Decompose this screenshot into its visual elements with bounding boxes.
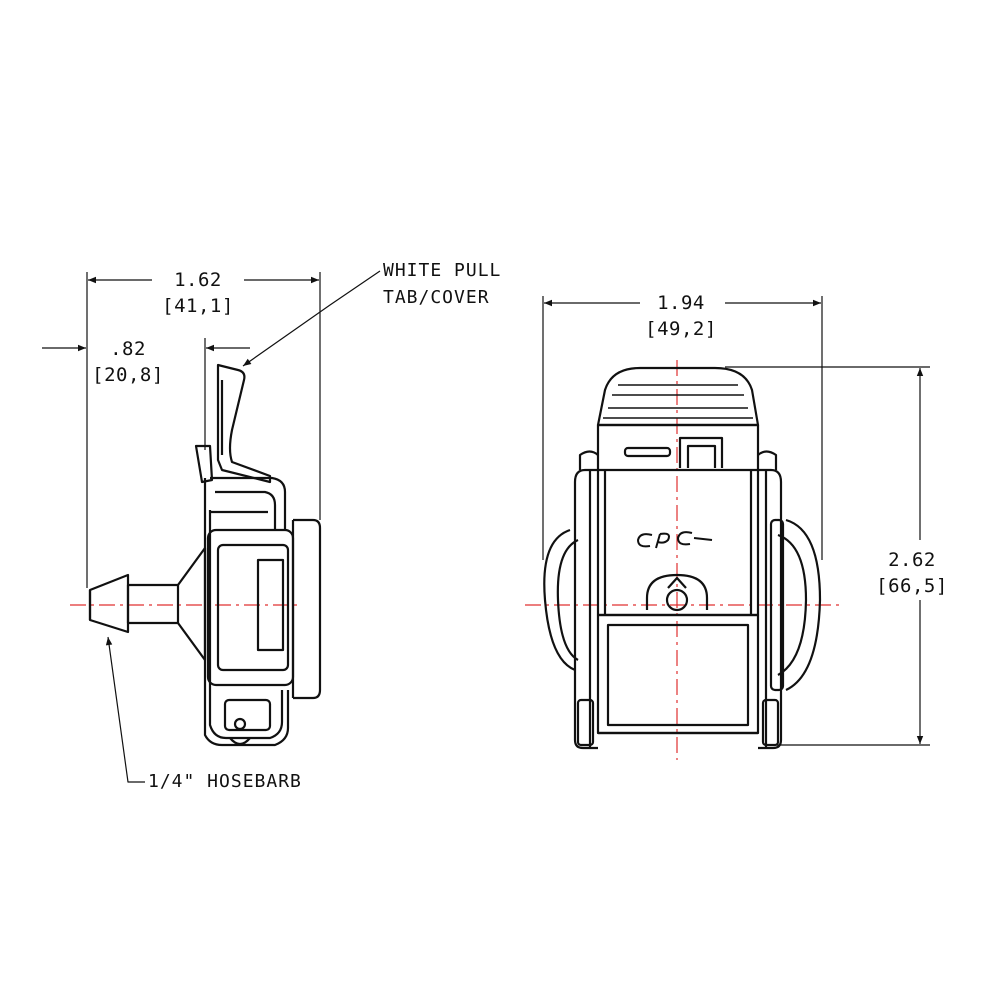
callout-pull-tab-line2: TAB/COVER — [383, 287, 490, 308]
leader-pull-tab — [242, 270, 381, 367]
front-height-mm: [66,5] — [876, 575, 948, 597]
overall-width-mm: [41,1] — [162, 295, 234, 317]
callout-hosebarb: 1/4" HOSEBARB — [148, 771, 302, 792]
hosebarb — [88, 573, 130, 634]
latch-arm-right — [758, 468, 783, 750]
front-lower — [596, 613, 760, 735]
front-height-inch: 2.62 — [888, 549, 936, 571]
front-body — [596, 423, 760, 617]
side-view — [42, 270, 381, 783]
pull-tab — [216, 363, 272, 484]
side-housing — [206, 528, 295, 687]
cpc-logo — [636, 531, 713, 549]
overall-width-inch: 1.62 — [174, 269, 222, 291]
front-width-mm: [49,2] — [645, 318, 717, 340]
latch-hole — [233, 717, 247, 731]
latch-arm-left — [573, 468, 598, 750]
front-view — [525, 296, 930, 760]
callout-pull-tab-line1: WHITE PULL — [383, 260, 502, 281]
barb-offset-mm: [20,8] — [92, 364, 164, 386]
front-top-cap — [596, 366, 760, 427]
front-width-inch: 1.94 — [657, 292, 705, 314]
side-body — [203, 478, 290, 747]
barb-offset-inch: .82 — [110, 338, 146, 360]
leader-hosebarb — [105, 636, 145, 783]
keyhole — [645, 573, 709, 610]
